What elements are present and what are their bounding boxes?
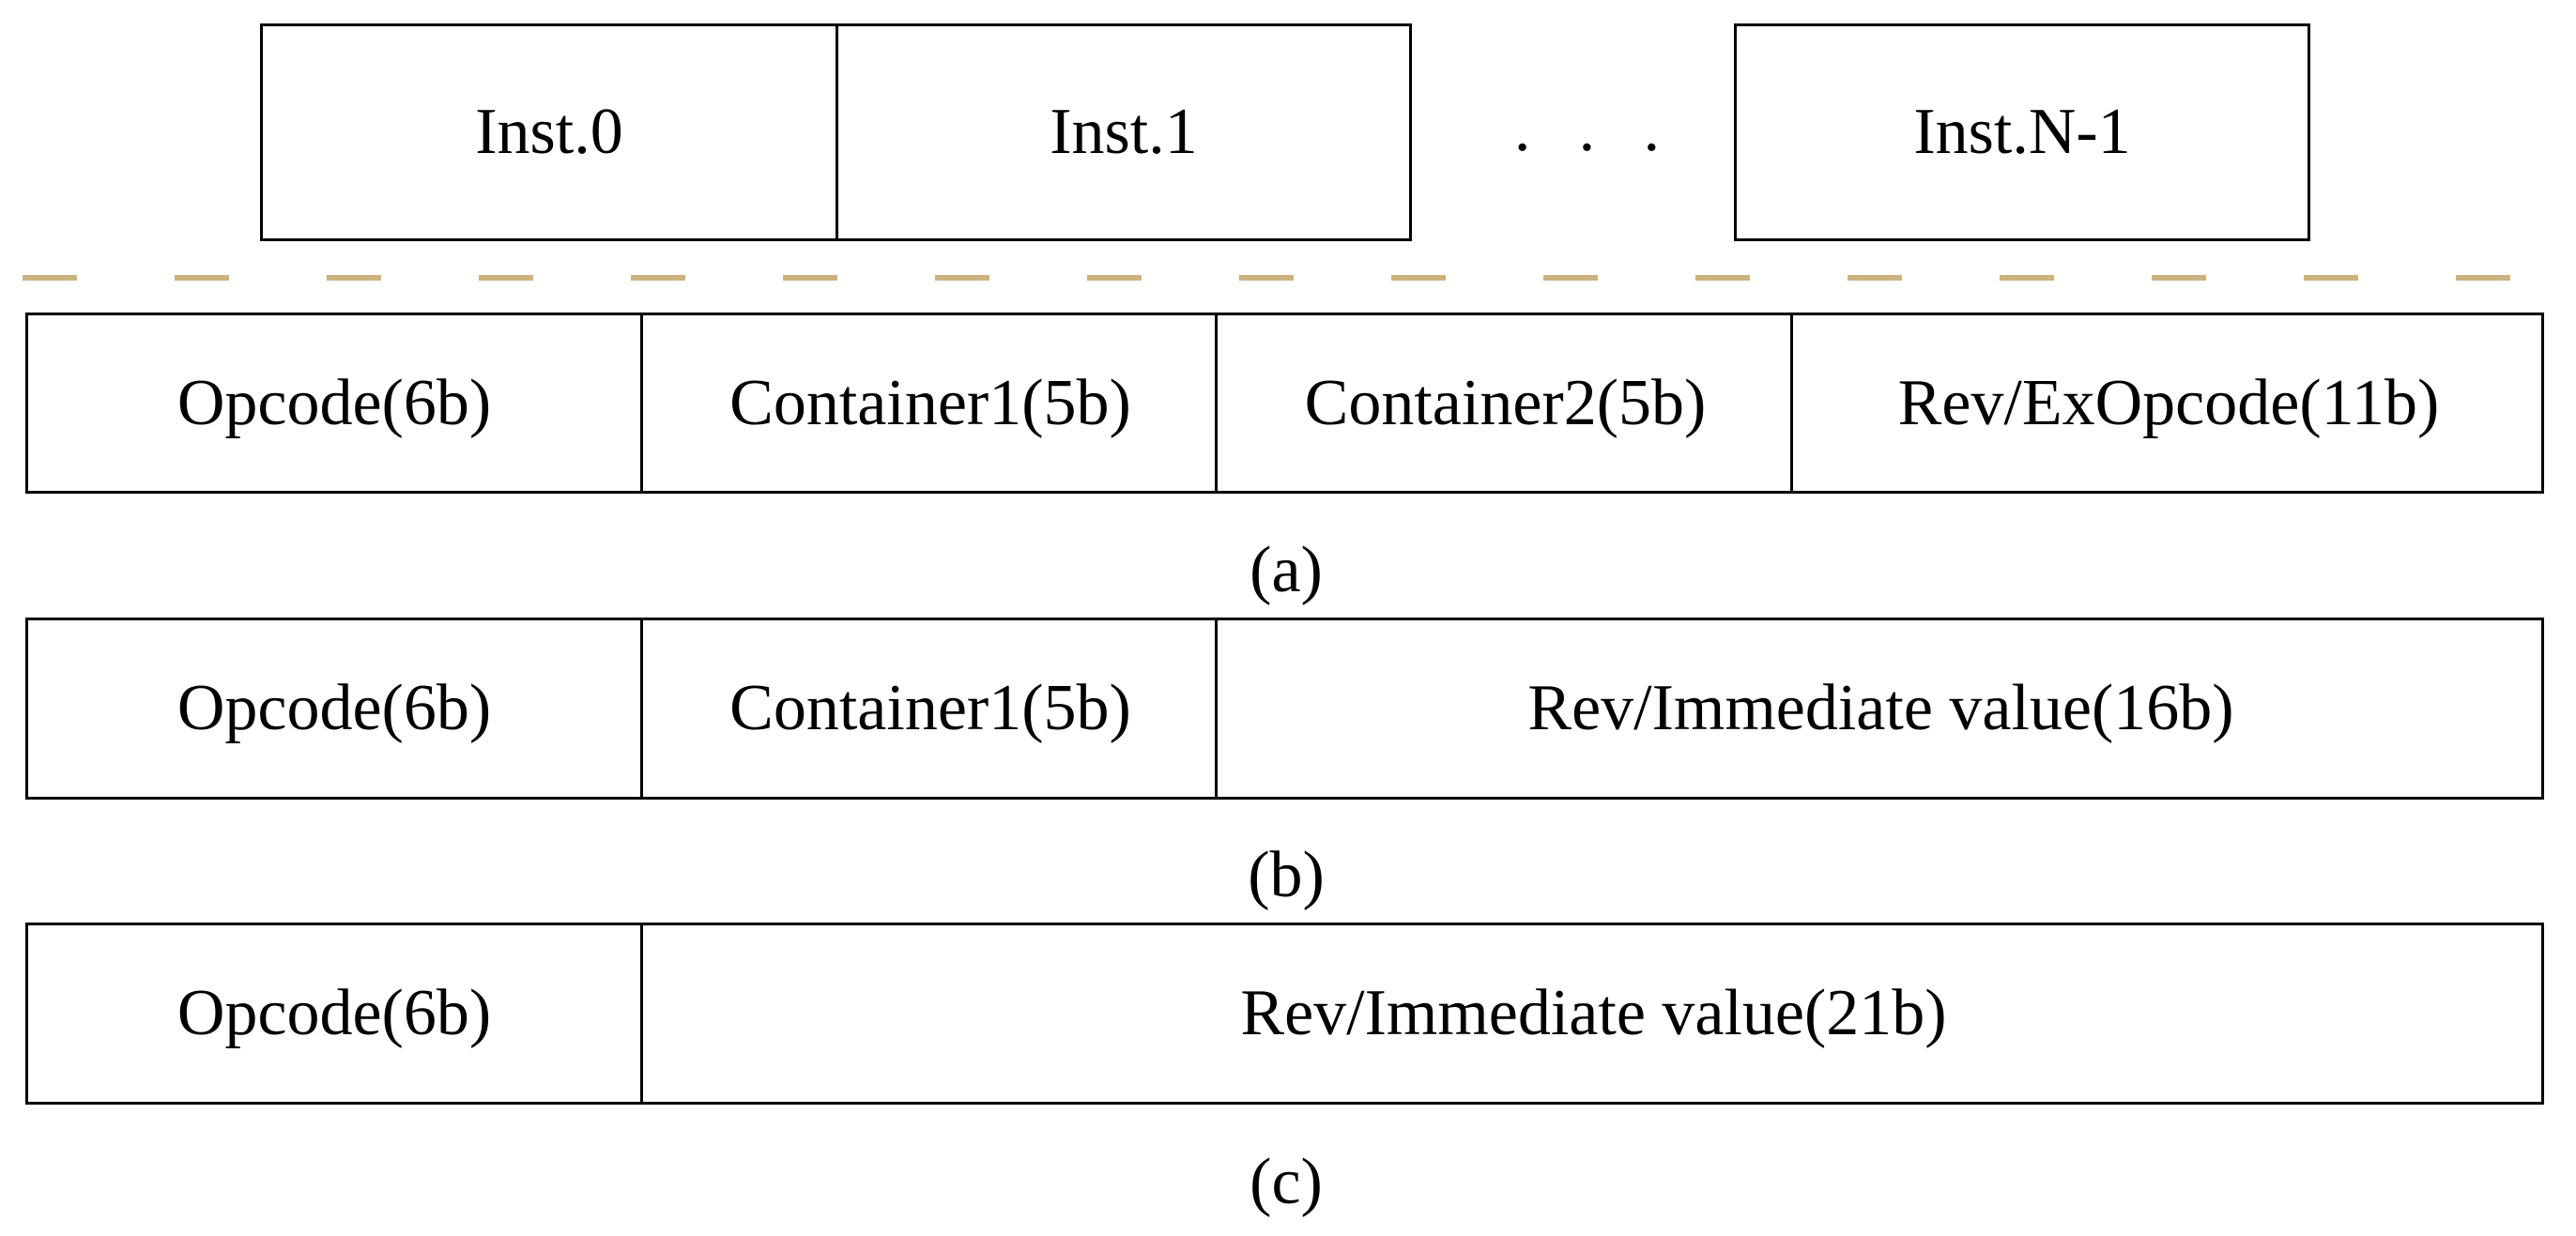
- format-b-field-immediate: Rev/Immediate value(16b): [1527, 672, 2234, 744]
- format-b-field-container1: Container1(5b): [729, 672, 1131, 744]
- format-c-row: Opcode(6b) Rev/Immediate value(21b): [25, 923, 2544, 1105]
- field-divider: [1790, 315, 1793, 491]
- instruction-ellipsis: · · ·: [1511, 112, 1676, 184]
- format-c-field-opcode: Opcode(6b): [176, 977, 492, 1049]
- instruction-label: Inst.1: [1050, 96, 1198, 168]
- instruction-inst-last: Inst.N-1: [1734, 23, 2310, 241]
- instruction-label: Inst.0: [475, 96, 623, 168]
- field-divider: [1215, 620, 1218, 797]
- format-c-caption: (c): [1250, 1146, 1323, 1218]
- format-a-field-container2: Container2(5b): [1304, 366, 1707, 439]
- format-c-field-immediate: Rev/Immediate value(21b): [1240, 977, 1947, 1049]
- field-divider: [1215, 315, 1218, 491]
- format-a-field-opcode: Opcode(6b): [176, 366, 492, 439]
- format-b-caption: (b): [1248, 839, 1325, 911]
- format-a-row: Opcode(6b) Container1(5b) Container2(5b)…: [25, 313, 2544, 494]
- format-a-caption: (a): [1250, 534, 1323, 606]
- field-divider: [640, 620, 643, 797]
- instruction-label: Inst.N-1: [1913, 96, 2131, 168]
- format-b-row: Opcode(6b) Container1(5b) Rev/Immediate …: [25, 618, 2544, 800]
- dashed-separator: [23, 275, 2557, 281]
- format-b-field-opcode: Opcode(6b): [176, 672, 492, 744]
- format-a-field-container1: Container1(5b): [729, 366, 1131, 439]
- instruction-inst-1: Inst.1: [836, 23, 1412, 241]
- instruction-inst-0: Inst.0: [260, 23, 838, 241]
- format-a-field-rev-exopcode: Rev/ExOpcode(11b): [1897, 366, 2440, 439]
- field-divider: [640, 925, 643, 1102]
- field-divider: [640, 315, 643, 491]
